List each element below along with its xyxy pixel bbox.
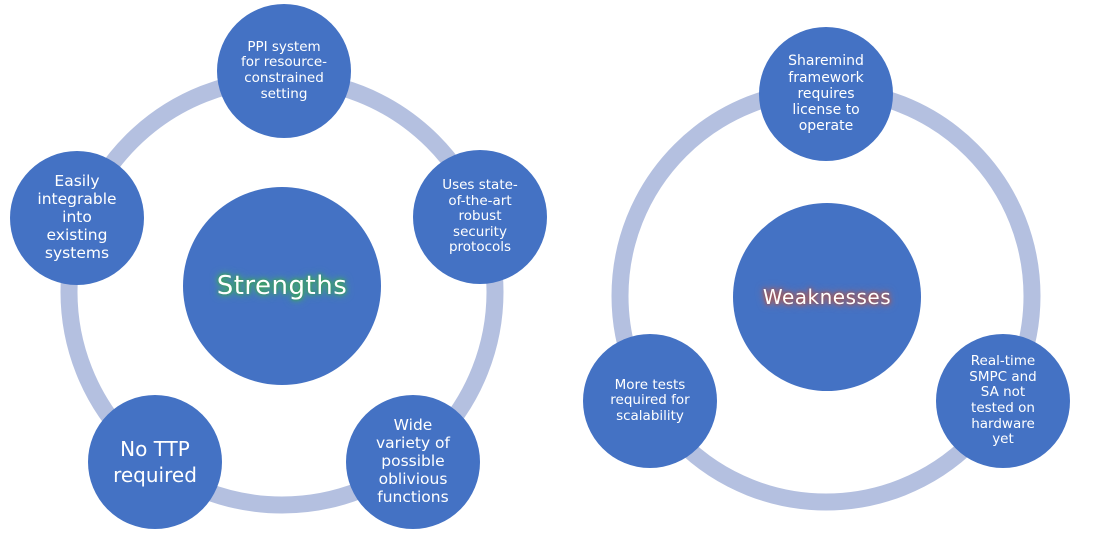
strength-node-no-ttp: No TTP required xyxy=(88,395,222,529)
weakness-node-scalability-tests: More tests required for scalability xyxy=(583,334,717,468)
weakness-node-sharemind-license: Sharemind framework requires license to … xyxy=(759,27,893,161)
weakness-label-scalability-tests: More tests required for scalability xyxy=(610,376,690,424)
weakness-label-not-tested-hardware: Real-time SMPC and SA not tested on hard… xyxy=(969,353,1037,448)
strength-label-no-ttp: No TTP required xyxy=(113,437,197,487)
weaknesses-hub: Weaknesses xyxy=(733,203,921,391)
strength-node-easily-integrable: Easily integrable into existing systems xyxy=(10,151,144,285)
strengths-hub-label: Strengths xyxy=(216,271,348,301)
weakness-node-not-tested-hardware: Real-time SMPC and SA not tested on hard… xyxy=(936,334,1070,468)
weaknesses-hub-label: Weaknesses xyxy=(762,285,892,309)
strength-node-ppi-system: PPI system for resource- constrained set… xyxy=(217,4,351,138)
strength-node-security-protocols: Uses state- of-the-art robust security p… xyxy=(413,150,547,284)
strength-label-oblivious-functions: Wide variety of possible oblivious funct… xyxy=(375,416,450,506)
strength-label-security-protocols: Uses state- of-the-art robust security p… xyxy=(442,176,518,256)
strength-label-ppi-system: PPI system for resource- constrained set… xyxy=(240,38,328,102)
weakness-label-sharemind-license: Sharemind framework requires license to … xyxy=(788,53,864,135)
strengths-hub: Strengths xyxy=(183,187,381,385)
strength-label-easily-integrable: Easily integrable into existing systems xyxy=(37,172,117,262)
strength-node-oblivious-functions: Wide variety of possible oblivious funct… xyxy=(346,395,480,529)
